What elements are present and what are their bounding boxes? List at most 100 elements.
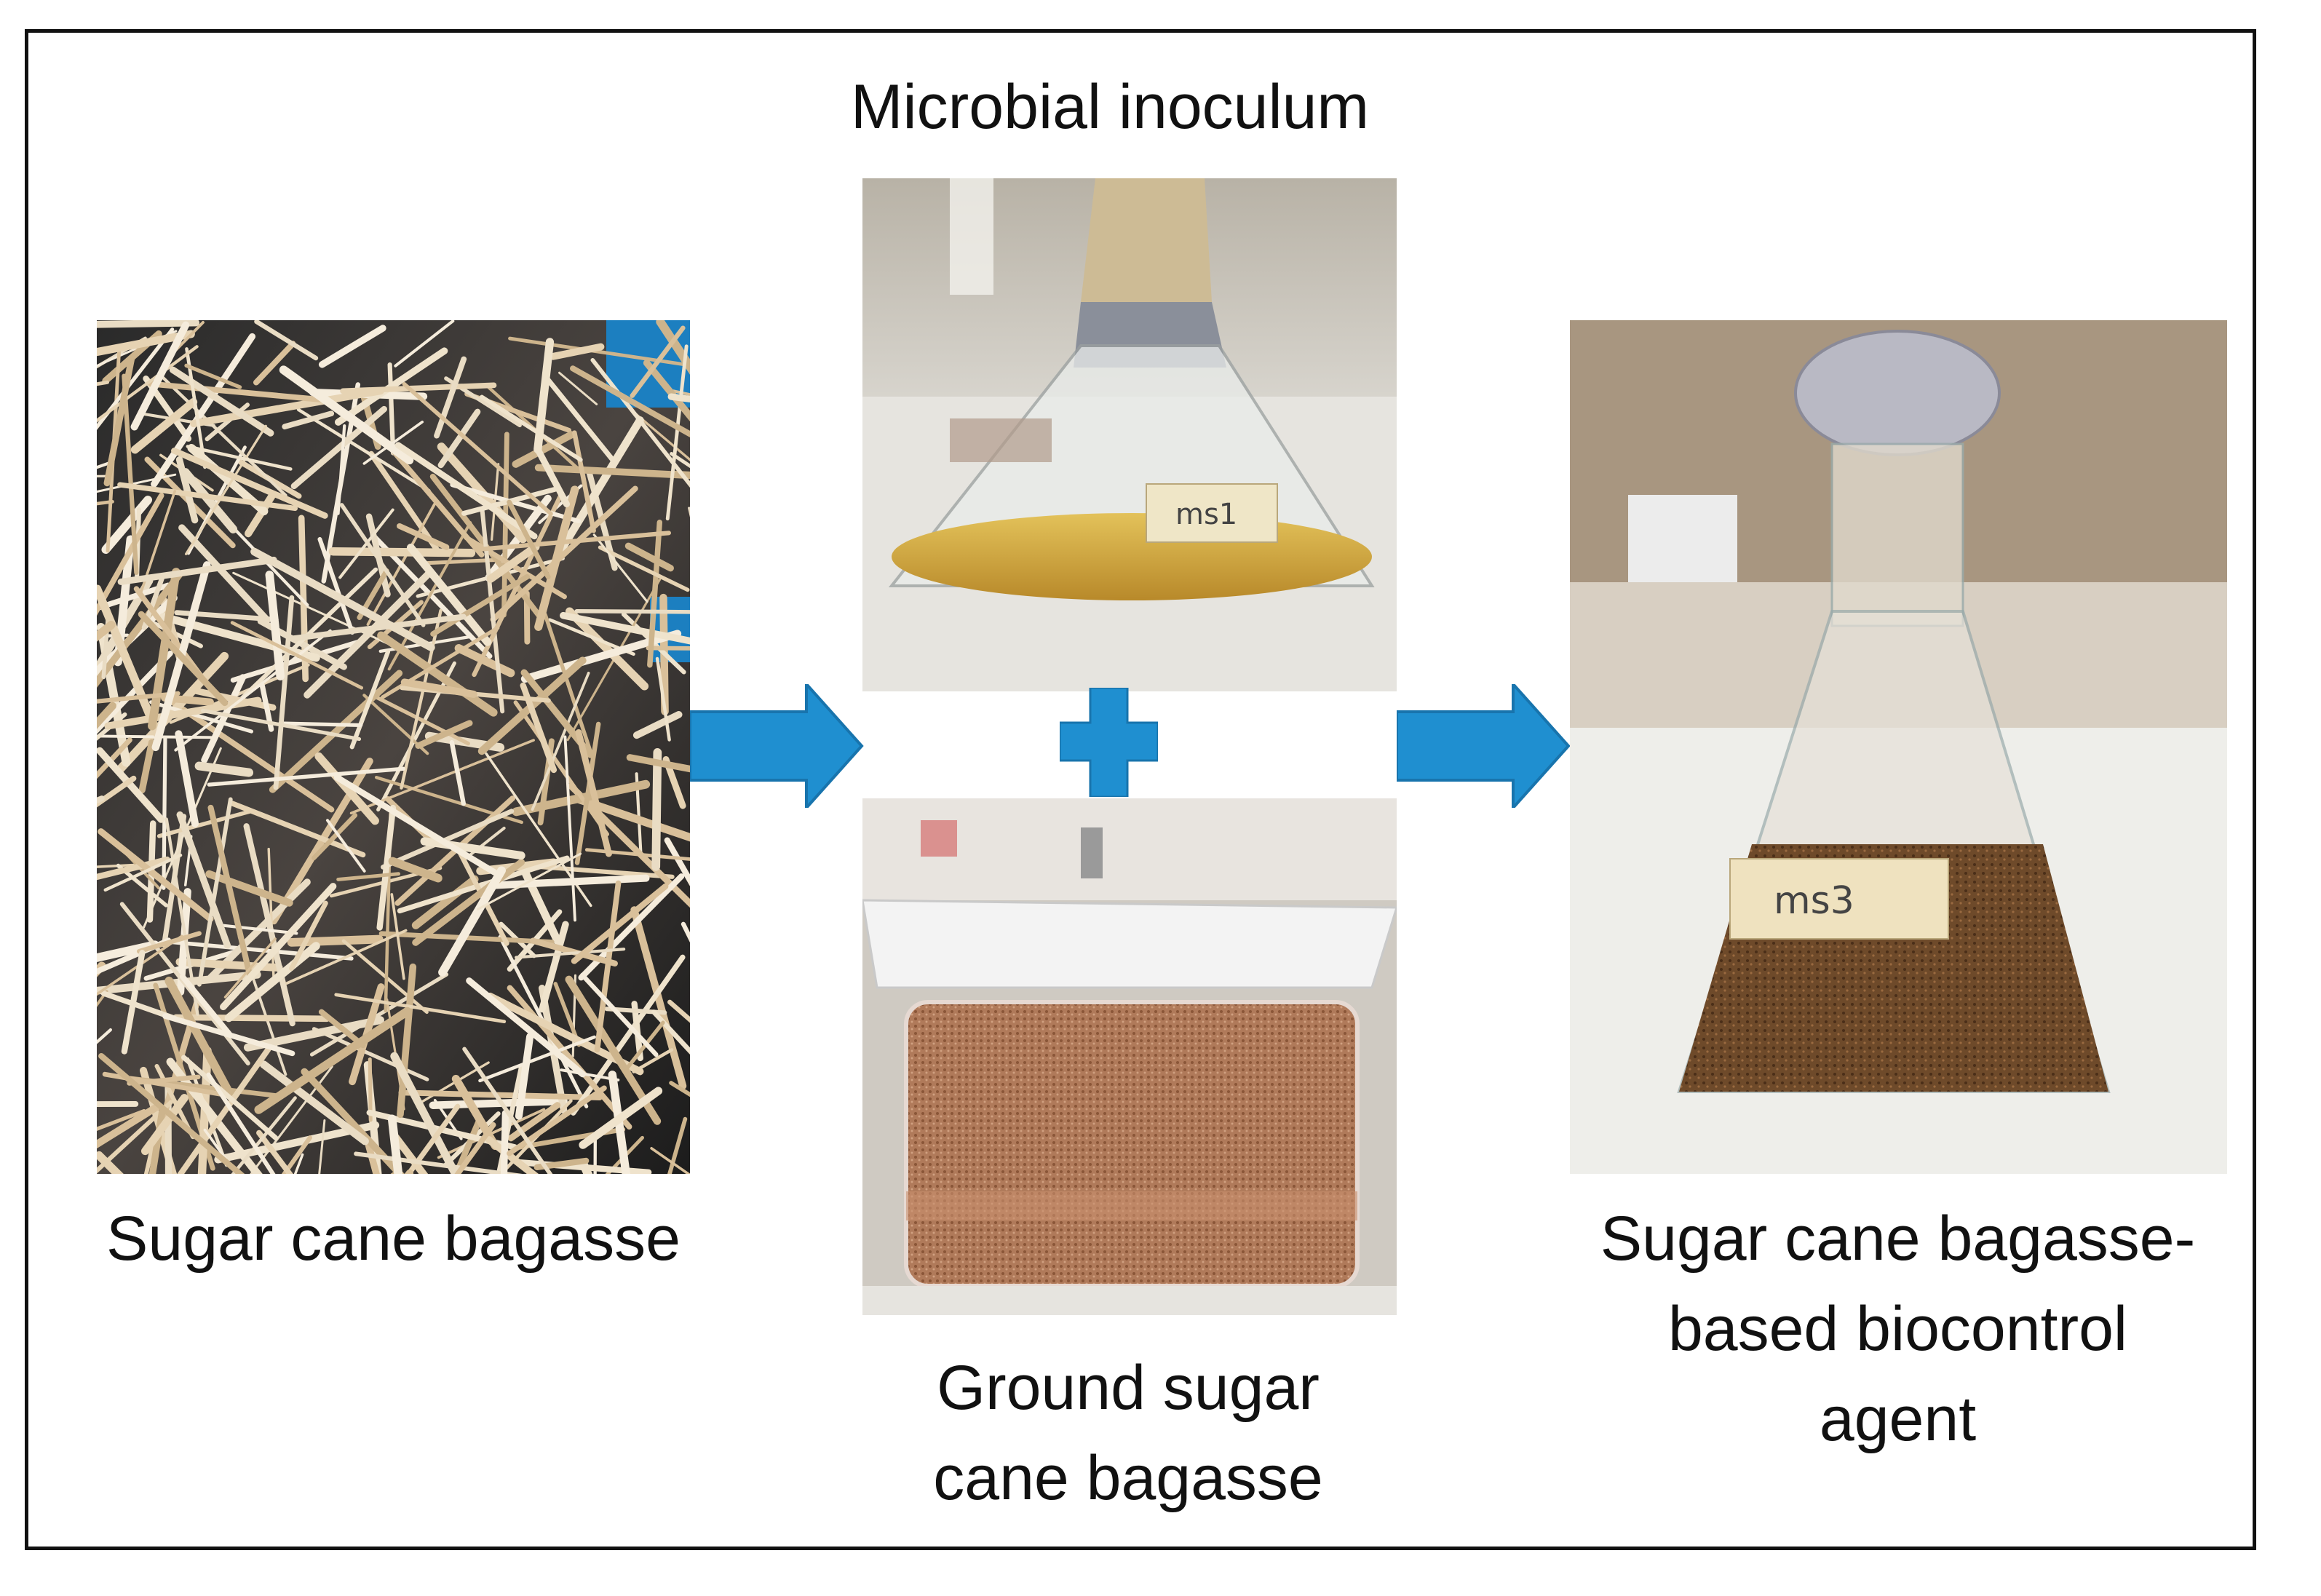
bagasse-fiber bbox=[400, 608, 443, 790]
bagasse-fiber bbox=[412, 859, 525, 946]
bagasse-fiber bbox=[184, 424, 267, 555]
bagasse-fiber bbox=[632, 711, 683, 739]
bagasse-fiber bbox=[127, 1074, 201, 1086]
bagasse-fiber bbox=[164, 817, 199, 1016]
bagasse-fiber bbox=[156, 809, 253, 838]
bagasse-fiber bbox=[97, 500, 114, 506]
bagasse-fiber bbox=[186, 445, 293, 471]
bagasse-fiber bbox=[664, 837, 690, 886]
bagasse-fiber bbox=[325, 819, 366, 873]
bagasse-fiber bbox=[565, 607, 649, 691]
bagasse-fiber bbox=[647, 520, 663, 668]
bagasse-fiber bbox=[655, 656, 671, 742]
bagasse-fiber bbox=[449, 739, 466, 806]
bagasse-fiber bbox=[157, 373, 287, 497]
bagasse-fiber bbox=[598, 545, 690, 592]
bagasse-fiber bbox=[174, 629, 332, 752]
bagasse-fiber bbox=[594, 880, 622, 1053]
bagasse-fiber bbox=[388, 857, 443, 883]
bagasse-fiber bbox=[143, 1139, 156, 1174]
bagasse-fiber bbox=[579, 1087, 663, 1149]
bagasse-fiber bbox=[205, 870, 293, 907]
plus-icon bbox=[1060, 688, 1158, 797]
bagasse-fiber bbox=[434, 356, 467, 439]
bagasse-fiber bbox=[309, 972, 449, 1057]
bagasse-fiber bbox=[161, 814, 187, 948]
bagasse-fiber bbox=[362, 420, 424, 465]
arrow-right-icon bbox=[1397, 684, 1571, 808]
bagasse-fiber bbox=[590, 357, 690, 488]
bagasse-fiber bbox=[480, 394, 583, 462]
bagasse-fiber bbox=[398, 1089, 603, 1100]
bagasse-fiber bbox=[630, 906, 687, 1090]
bagasse-fiber bbox=[430, 573, 530, 637]
bagasse-fiber bbox=[462, 1047, 553, 1174]
bagasse-fiber bbox=[290, 405, 388, 490]
bagasse-fiber bbox=[394, 442, 538, 540]
bagasse-fiber bbox=[207, 804, 253, 979]
bagasse-fiber bbox=[282, 410, 335, 430]
bagasse-fiber bbox=[574, 721, 601, 865]
bagasse-fiber bbox=[97, 940, 159, 963]
bagasse-fiber bbox=[643, 359, 690, 422]
bagasse-fiber bbox=[180, 468, 238, 534]
bagasse-fiber bbox=[97, 650, 173, 734]
bagasse-fiber bbox=[349, 649, 391, 750]
bagasse-fiber bbox=[203, 1128, 239, 1174]
bagasse-fiber bbox=[336, 424, 346, 515]
bagasse-fiber bbox=[201, 674, 247, 763]
bagasse-fiber bbox=[243, 1016, 384, 1052]
bagasse-fiber bbox=[466, 977, 586, 1078]
bagasse-fiber bbox=[507, 985, 632, 1130]
bagasse-fiber bbox=[97, 320, 200, 328]
bagasse-fiber bbox=[400, 678, 477, 698]
bagasse-fiber bbox=[172, 1014, 330, 1023]
bagasse-fiber bbox=[394, 320, 455, 368]
bagasse-fiber bbox=[181, 1055, 279, 1141]
bagasse-fiber bbox=[563, 735, 576, 922]
bagasse-fiber bbox=[450, 483, 582, 524]
bagasse-fiber bbox=[454, 644, 515, 678]
bagasse-fiber bbox=[265, 571, 285, 680]
bagasse-fiber bbox=[175, 456, 199, 524]
bagasse-fiber bbox=[254, 1007, 412, 1114]
bagasse-fiber bbox=[402, 382, 553, 516]
bagasse-fiber bbox=[507, 499, 551, 579]
bagasse-fiber bbox=[234, 528, 309, 607]
bagasse-fiber bbox=[517, 862, 563, 948]
bagasse-fiber bbox=[100, 990, 178, 1021]
bagasse-fiber bbox=[254, 320, 319, 361]
bagasse-fiber bbox=[171, 448, 328, 519]
bagasse-fiber bbox=[318, 325, 386, 368]
bagasse-fiber bbox=[97, 380, 110, 386]
bagasse-fiber bbox=[415, 720, 473, 749]
bagasse-fiber bbox=[667, 393, 690, 403]
bagasse-fiber bbox=[572, 430, 596, 533]
bagasse-fiber bbox=[197, 1047, 212, 1174]
bagasse-fiber bbox=[373, 694, 470, 746]
bagasse-fiber bbox=[138, 739, 156, 794]
bagasse-fiber bbox=[170, 940, 354, 961]
bagasse-fiber bbox=[259, 1060, 369, 1146]
product-label-line1: Sugar cane bagasse- bbox=[1600, 1204, 2196, 1274]
bagasse-fiber bbox=[231, 1096, 297, 1174]
bagasse-fiber bbox=[669, 1081, 690, 1097]
bagasse-fiber bbox=[177, 1047, 271, 1174]
bagasse-fiber bbox=[175, 730, 199, 827]
bagasse-fiber bbox=[230, 621, 364, 690]
bagasse-fiber bbox=[278, 721, 363, 727]
bagasse-fiber bbox=[97, 747, 165, 823]
bagasse-fiber bbox=[534, 464, 690, 480]
bagasse-fiber bbox=[140, 1094, 189, 1156]
bagasse-fiber bbox=[250, 547, 435, 651]
bagasse-fiber bbox=[390, 893, 405, 980]
bagasse-fiber bbox=[376, 804, 397, 931]
bagasse-fiber bbox=[273, 595, 295, 790]
bagasse-fiber bbox=[207, 766, 405, 787]
bagasse-fiber bbox=[539, 921, 569, 1013]
bagasse-fiber bbox=[97, 582, 171, 611]
bagasse-fiber bbox=[317, 536, 354, 635]
inoculum-label: Microbial inoculum bbox=[850, 72, 1370, 142]
bagasse-fiber bbox=[97, 1103, 162, 1149]
bagasse-fiber bbox=[630, 408, 690, 461]
